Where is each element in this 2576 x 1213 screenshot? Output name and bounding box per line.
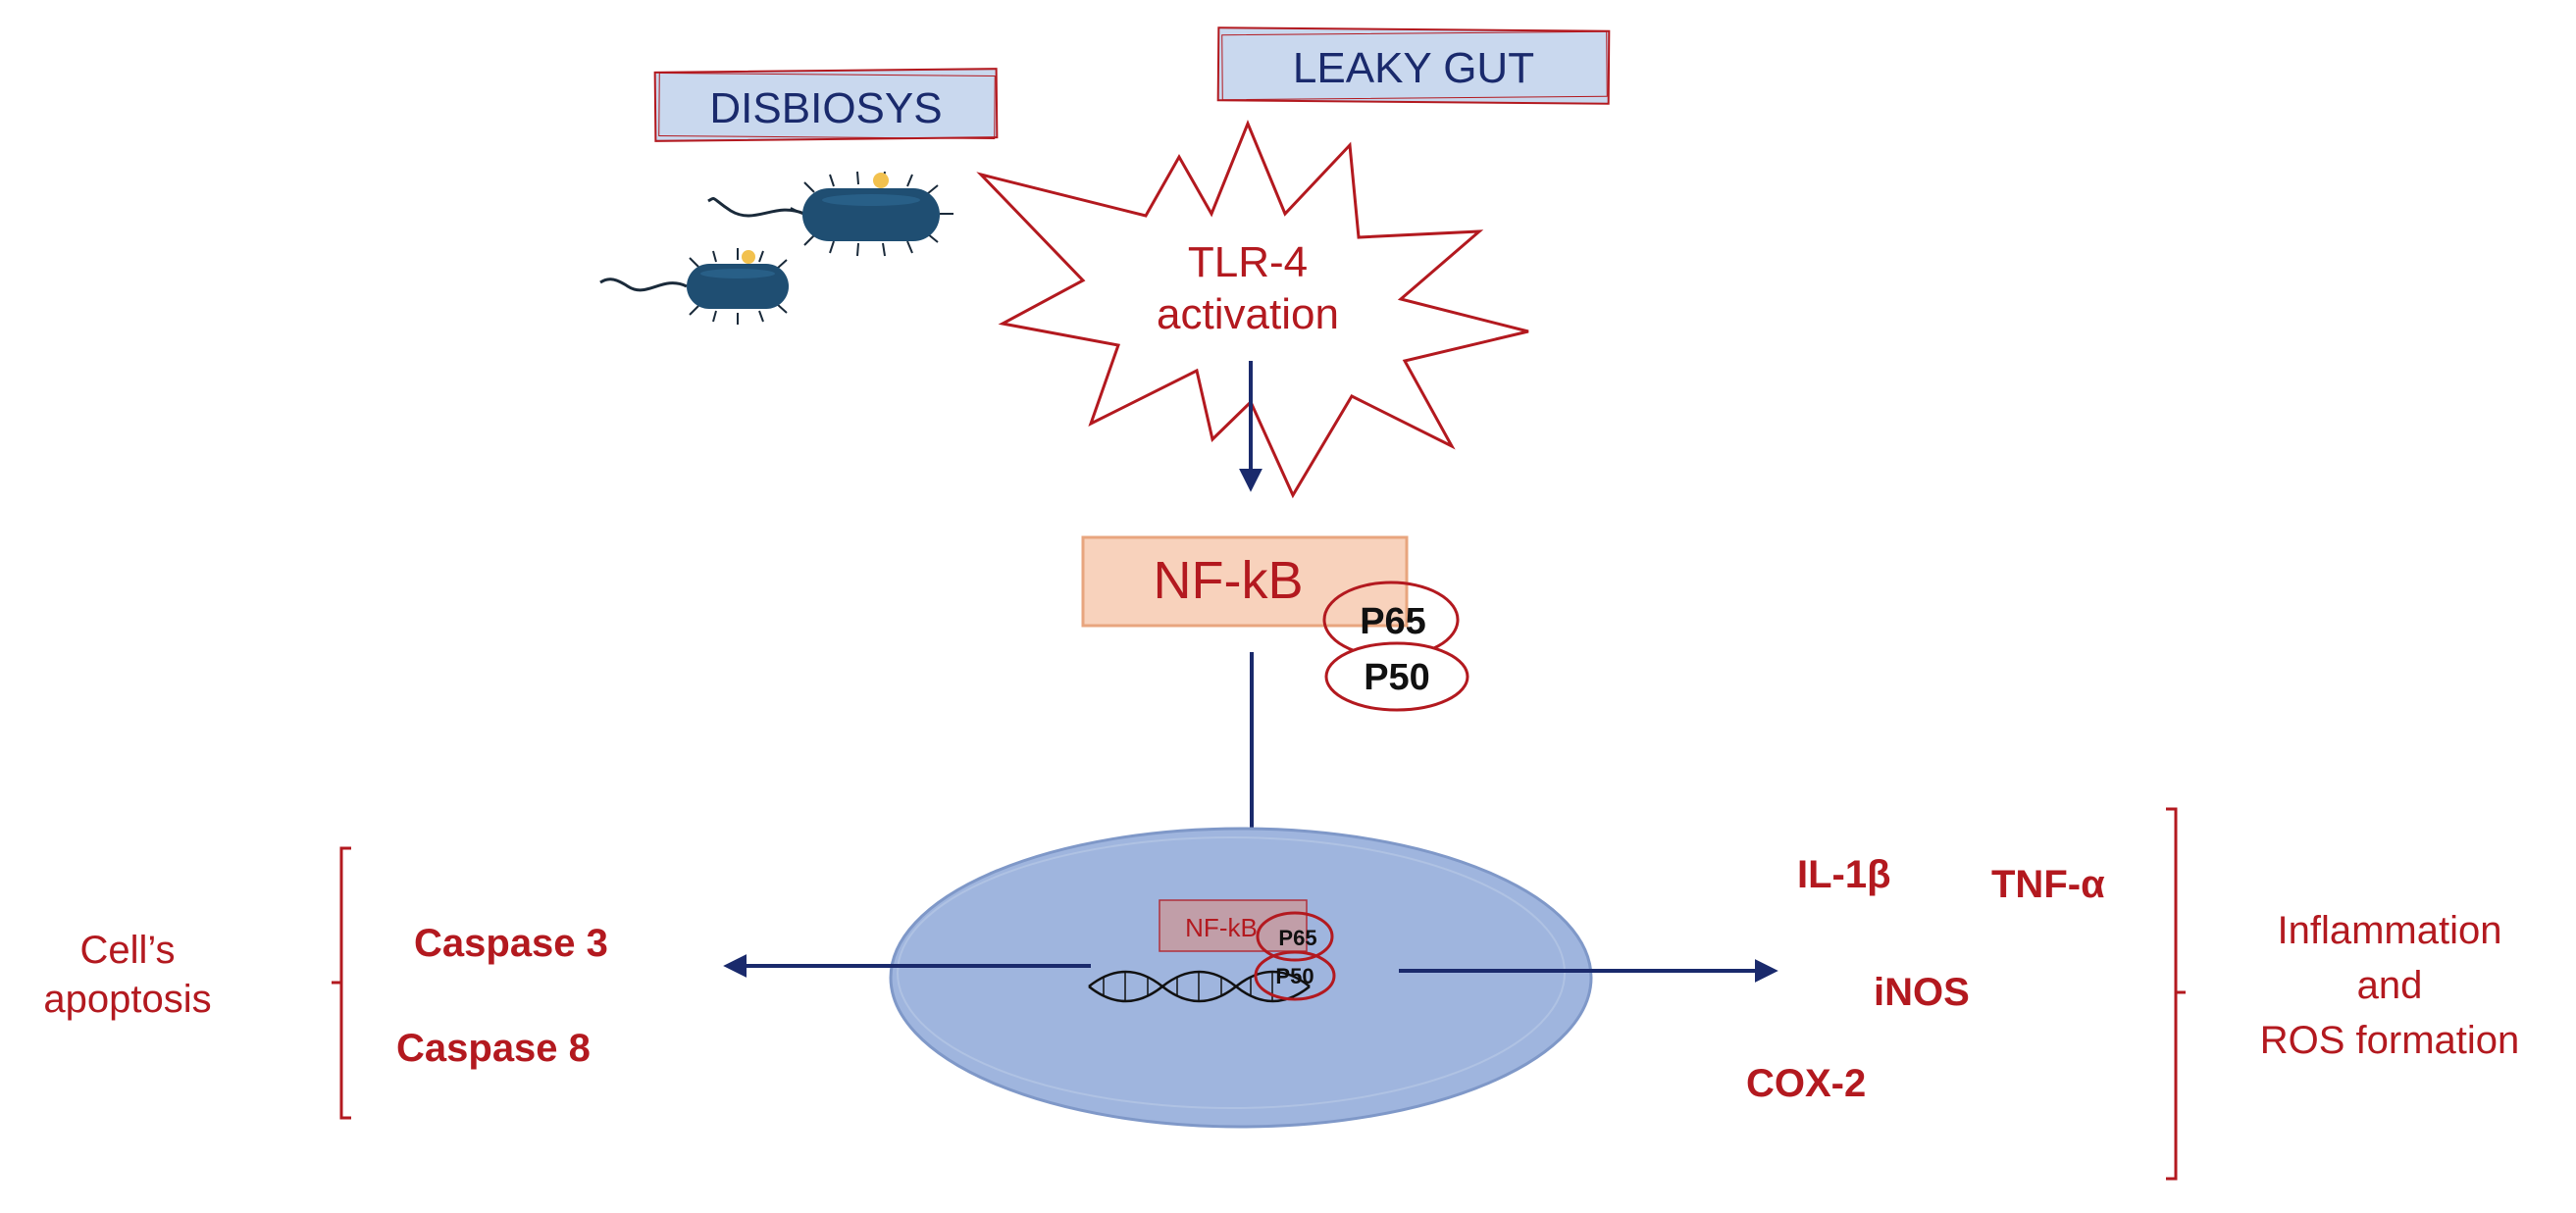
inflammation-bracket [2166, 807, 2186, 1181]
inflammation-label-line1: Inflammation [2278, 909, 2502, 952]
il-1b-label: IL-1β [1797, 853, 1891, 896]
caspase-3-label: Caspase 3 [414, 922, 608, 965]
nucleus-nfkb-label: NF-kB [1185, 913, 1258, 942]
nucleus [889, 827, 1593, 1129]
nucleus-p50-subunit: P50 [1254, 950, 1336, 1001]
dysbiosis-label: DISBIOSYS [709, 84, 942, 132]
bacterium-icon [707, 171, 953, 257]
bacterium-icon [599, 248, 789, 325]
inflammation-label-line2: and [2357, 964, 2423, 1007]
p65-label: P65 [1360, 601, 1426, 642]
inflammation-label-line3: ROS formation [2260, 1019, 2520, 1062]
nucleus-p65-label: P65 [1278, 926, 1316, 950]
p50-subunit [1324, 641, 1469, 712]
apoptosis-label-line1: Cell’s [79, 929, 175, 972]
caspase-8-label: Caspase 8 [396, 1027, 591, 1070]
nucleus-nfkb-complex: NF-kB P65 [1159, 899, 1334, 962]
leaky-gut-label-box: LEAKY GUT [1216, 26, 1611, 105]
apoptosis-bracket [332, 846, 351, 1120]
tlr4-label: TLR-4 [1188, 238, 1308, 286]
apoptosis-label-line2: apoptosis [43, 978, 211, 1021]
dna-helix-icon [1088, 970, 1311, 1003]
nfkb-complex: NF-kB P65 P50 [1081, 535, 1469, 712]
inos-label: iNOS [1874, 971, 1970, 1014]
leaky-gut-label: LEAKY GUT [1293, 44, 1534, 92]
nucleus-p50-label: P50 [1275, 964, 1314, 988]
dysbiosis-label-box: DISBIOSYS [653, 68, 999, 142]
tlr4-activation-burst: TLR-4 activation [976, 120, 1529, 499]
p50-label: P50 [1364, 657, 1430, 698]
nucleus-p65-subunit [1256, 911, 1334, 962]
nfkb-label: NF-kB [1154, 551, 1304, 610]
cox-2-label: COX-2 [1746, 1062, 1866, 1105]
activation-label: activation [1157, 290, 1339, 338]
tnf-a-label: TNF-α [1991, 863, 2105, 906]
